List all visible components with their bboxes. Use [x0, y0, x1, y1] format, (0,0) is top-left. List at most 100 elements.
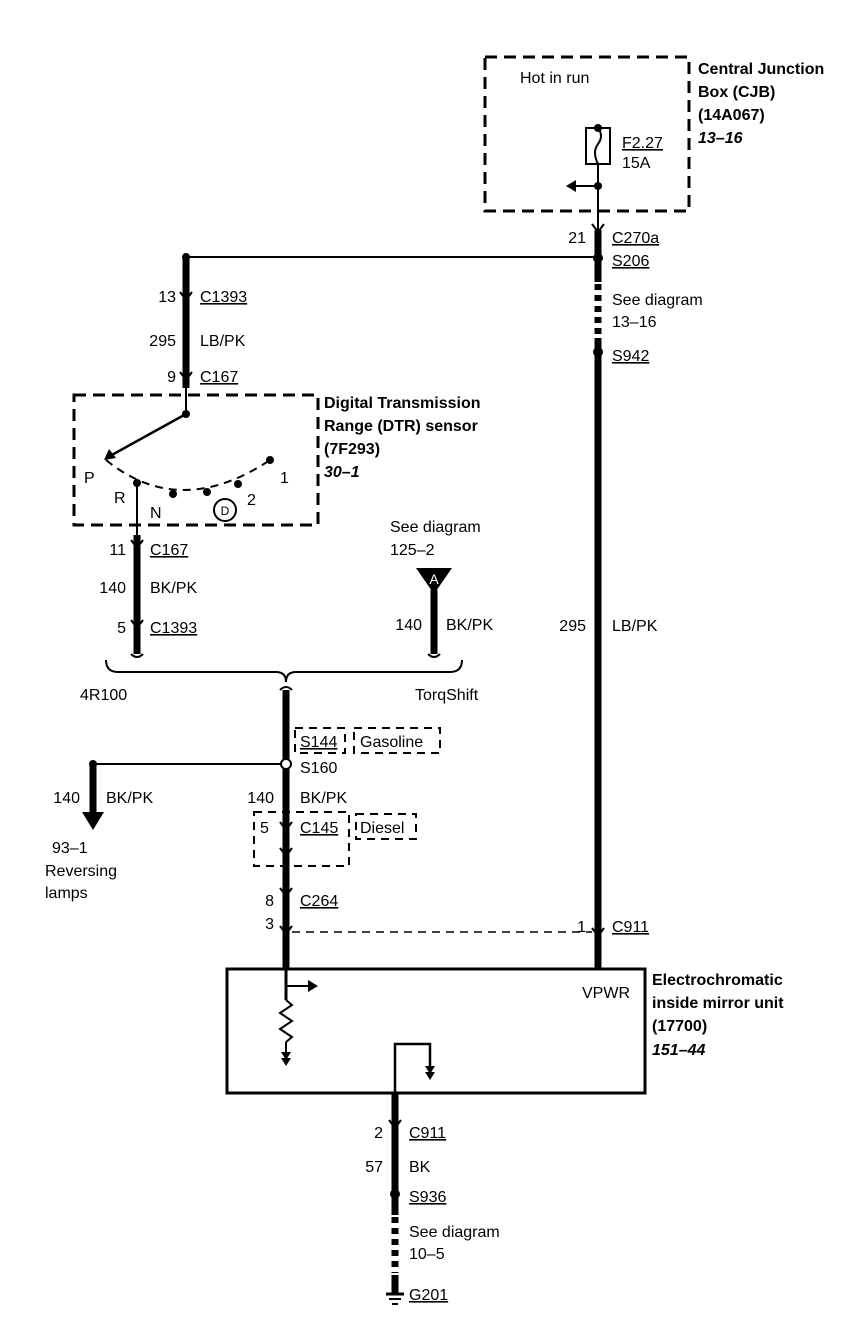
cjb-ref: 13–16	[698, 130, 743, 147]
center-color: BK/PK	[300, 790, 347, 807]
dtr-arc	[105, 459, 271, 491]
reversing-label-1: Reversing	[45, 863, 117, 880]
ground-see-1: See diagram	[409, 1224, 500, 1241]
c911-center-connector-icon	[279, 925, 293, 936]
dtr-pos-n-dot	[169, 490, 177, 498]
c145-box	[253, 811, 350, 867]
fuse-id: F2.27	[622, 135, 663, 152]
torqshift-marker-icon	[416, 568, 452, 594]
mirror-ref: 151–44	[652, 1042, 705, 1059]
reversing-arrow-icon	[82, 812, 104, 830]
c1393-top-label: C1393	[200, 289, 247, 306]
option-4r100: 4R100	[80, 687, 127, 704]
left-top-color: LB/PK	[200, 333, 246, 350]
reversing-label-2: lamps	[45, 885, 88, 902]
s942-splice	[593, 347, 603, 357]
mirror-title-1: Electrochromatic	[652, 972, 783, 989]
s144-label: S144	[300, 734, 337, 751]
torqshift-wire-end	[427, 653, 441, 658]
ground-circuit: 57	[365, 1159, 383, 1176]
dtr-title-1: Digital Transmission	[324, 395, 480, 412]
see-diagram-1-ref: 13–16	[612, 314, 657, 331]
mirror-title-2: inside mirror unit	[652, 995, 784, 1012]
c167-top-pin: 9	[167, 369, 176, 386]
left-wire-end	[130, 653, 144, 658]
c145-lower-connector-icon	[279, 847, 293, 858]
see-diagram-1: See diagram	[612, 292, 703, 309]
c264-connector-icon	[279, 887, 293, 898]
c167-bot-connector-icon	[130, 539, 144, 550]
s936-label: S936	[409, 1189, 446, 1206]
reversing-color: BK/PK	[106, 790, 153, 807]
c145-pin: 5	[260, 820, 269, 837]
mirror-ground-end-icon	[425, 1066, 435, 1080]
center-circuit: 140	[247, 790, 274, 807]
fuse-rating: 15A	[622, 155, 651, 172]
s942-label: S942	[612, 348, 649, 365]
cjb-title-1: Central Junction	[698, 61, 824, 78]
dtr-pos-p: P	[84, 470, 95, 487]
torqshift-circuit: 140	[395, 617, 422, 634]
s160-label: S160	[300, 760, 337, 777]
dtr-pos-d-circle	[213, 498, 237, 522]
mirror-ground-lead	[393, 1042, 432, 1093]
dtr-title-2: Range (DTR) sensor	[324, 418, 478, 435]
dtr-pos-n: N	[150, 505, 162, 522]
option-brace	[105, 659, 463, 683]
c1393-bot-pin: 5	[117, 620, 126, 637]
s206-label: S206	[612, 253, 649, 270]
right-circuit: 295	[559, 618, 586, 635]
cjb-title-3: (14A067)	[698, 107, 765, 124]
diesel-label: Diesel	[360, 820, 404, 837]
option-torqshift: TorqShift	[415, 687, 479, 704]
c911-center-pin: 3	[265, 916, 274, 933]
dtr-title-3: (7F293)	[324, 441, 380, 458]
fuse-element	[594, 127, 602, 165]
ground-color: BK	[409, 1159, 431, 1176]
c911-ground-connector-icon	[388, 1119, 402, 1130]
dtr-ref: 30–1	[324, 464, 360, 481]
torqshift-see-2: 125–2	[390, 542, 435, 559]
c911-right-label: C911	[612, 919, 649, 936]
c911-right-pin: 1	[577, 919, 586, 936]
dtr-switch-arm	[109, 412, 187, 458]
cjb-title-2: Box (CJB)	[698, 84, 775, 101]
c264-pin: 8	[265, 893, 274, 910]
c911-ground-label: C911	[409, 1125, 446, 1142]
left-top-circuit: 295	[149, 333, 176, 350]
torqshift-see-1: See diagram	[390, 519, 481, 536]
dtr-pos-1-dot	[266, 456, 274, 464]
dtr-pos-2: 2	[247, 492, 256, 509]
left-bot-color: BK/PK	[150, 580, 197, 597]
reversing-ref: 93–1	[52, 840, 88, 857]
c1393-bot-label: C1393	[150, 620, 197, 637]
mirror-resistor-icon	[278, 999, 294, 1043]
mirror-arrow-icon	[308, 980, 318, 992]
cjb-box	[483, 55, 691, 213]
mirror-title-3: (17700)	[652, 1018, 707, 1035]
dtr-pos-d-dot	[203, 488, 211, 496]
dtr-arm-tip-icon	[104, 449, 116, 460]
dtr-pos-2-dot	[234, 480, 242, 488]
c1393-top-pin: 13	[158, 289, 176, 306]
c911-ground-pin: 2	[374, 1125, 383, 1142]
torqshift-marker: A	[429, 571, 439, 587]
dtr-pos-d: D	[221, 504, 230, 518]
c270a-connector-icon	[591, 223, 605, 234]
s144-box	[294, 727, 346, 754]
mirror-vpwr: VPWR	[582, 985, 630, 1002]
c1393-bot-connector-icon	[130, 619, 144, 630]
c145-label: C145	[300, 820, 338, 837]
c911-right-connector-icon	[591, 927, 605, 938]
c1393-top-connector-icon	[179, 291, 193, 302]
torqshift-color: BK/PK	[446, 617, 493, 634]
bus-arrow-icon	[566, 180, 576, 192]
mirror-resistor-end-icon	[281, 1052, 291, 1066]
dtr-box	[72, 393, 320, 527]
g201-label: G201	[409, 1287, 448, 1304]
c145-connector-icon	[279, 821, 293, 832]
right-color: LB/PK	[612, 618, 658, 635]
gasoline-label: Gasoline	[360, 734, 423, 751]
c167-top-label: C167	[200, 369, 238, 386]
s936-splice	[390, 1189, 400, 1199]
